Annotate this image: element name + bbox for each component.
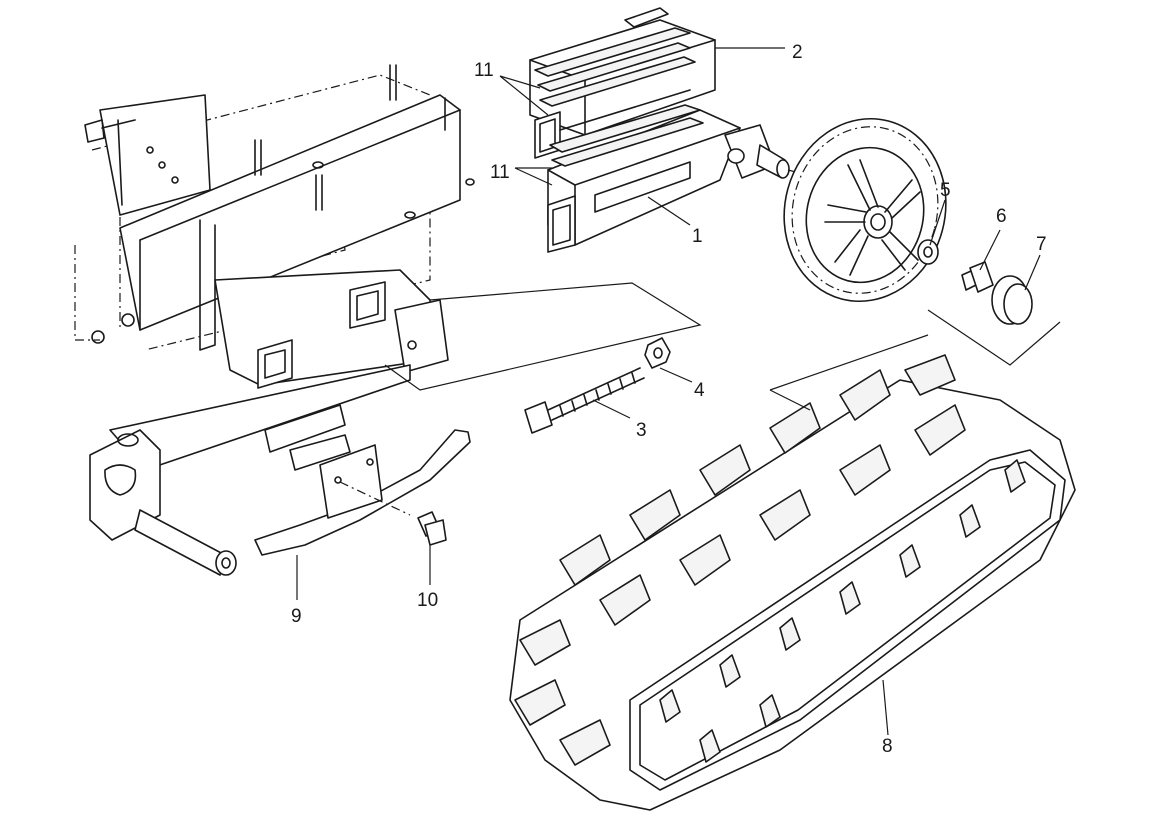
callout-10: 10 <box>417 590 438 611</box>
callout-2: 2 <box>792 42 803 63</box>
callout-labels: 2 11 11 1 5 6 7 4 3 9 10 8 <box>291 42 1047 757</box>
part-7-cap <box>991 275 1033 325</box>
callout-3: 3 <box>636 420 647 441</box>
frame-assembly <box>74 64 475 576</box>
callout-11-lower: 11 <box>490 162 510 183</box>
part-3-long-bolt <box>524 367 645 434</box>
idler-wheel <box>783 117 947 303</box>
part-1-lower-rail <box>547 104 813 253</box>
callout-11-upper: 11 <box>474 60 494 81</box>
callout-9: 9 <box>291 606 302 627</box>
callout-8: 8 <box>882 736 893 757</box>
part-4-nut <box>644 337 671 369</box>
part-8-track <box>509 354 1076 811</box>
callout-6: 6 <box>996 206 1007 227</box>
callout-4: 4 <box>694 380 705 401</box>
callout-7: 7 <box>1036 234 1047 255</box>
callout-leaders <box>296 47 1061 736</box>
part-6-bolt <box>961 261 994 293</box>
part-10-bolt <box>417 511 447 546</box>
part-9-slider-bracket <box>254 429 471 556</box>
part-5-washer <box>917 239 939 265</box>
callout-1: 1 <box>692 226 703 247</box>
callout-5: 5 <box>940 180 951 201</box>
